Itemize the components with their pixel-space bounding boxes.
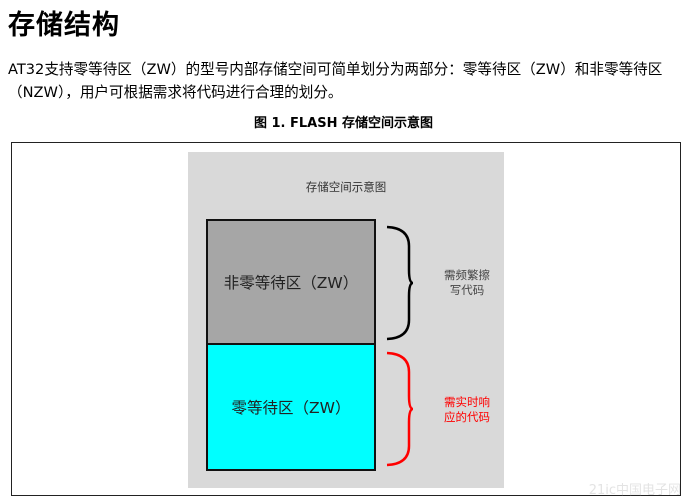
brace-top-icon: [386, 225, 414, 341]
annotation-line: 需实时响: [444, 395, 490, 409]
brace-bottom-icon: [386, 351, 414, 467]
non-zero-wait-label: 非零等待区（ZW）: [223, 274, 359, 292]
section-heading: 存储结构: [8, 10, 120, 41]
annotation-frequent-erase: 需频繁擦 写代码: [438, 268, 496, 298]
figure-frame: [11, 142, 681, 496]
annotation-line: 写代码: [449, 283, 485, 297]
non-zero-wait-block: 非零等待区（ZW）: [206, 219, 376, 345]
zero-wait-label: 零等待区（ZW）: [231, 399, 351, 417]
annotation-line: 应的代码: [444, 410, 490, 424]
intro-paragraph: AT32支持零等待区（ZW）的型号内部存储空间可简单划分为两部分：零等待区（ZW…: [8, 61, 663, 101]
annotation-line: 需频繁擦: [444, 268, 490, 282]
diagram-title: 存储空间示意图: [305, 180, 387, 194]
zero-wait-block: 零等待区（ZW）: [206, 345, 376, 471]
watermark-logo: 21ic中国电子网: [588, 483, 681, 498]
annotation-realtime-response: 需实时响 应的代码: [438, 395, 496, 425]
figure-caption: 图 1. FLASH 存储空间示意图: [253, 116, 434, 131]
